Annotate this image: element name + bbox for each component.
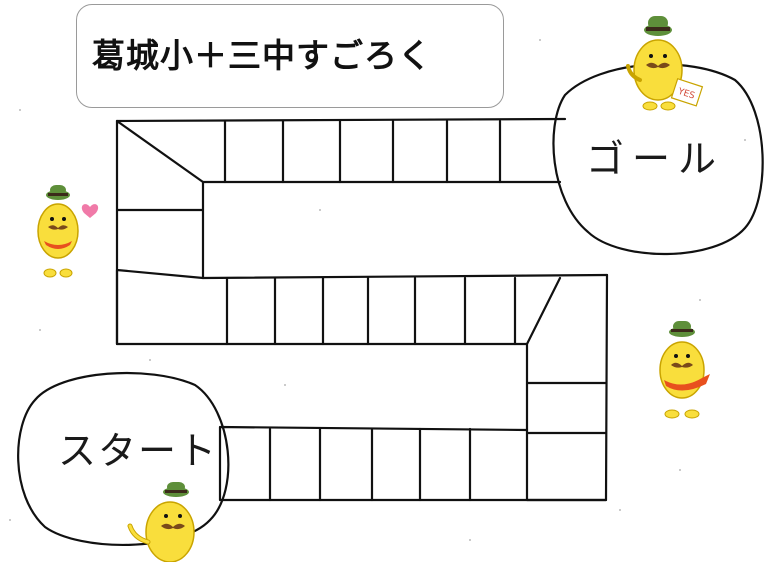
mascot-top-right: YES — [626, 16, 704, 111]
goal-label: ゴール — [586, 137, 725, 181]
board-cells-top — [223, 119, 502, 184]
mascot-right — [659, 321, 710, 419]
mascot-bottom-left — [127, 482, 195, 562]
start-label: スタート — [58, 429, 219, 473]
title-box — [76, 4, 504, 108]
board-cells-middle — [225, 276, 517, 346]
board-track-left — [115, 119, 205, 346]
page-title: 葛城小＋三中すごろく — [92, 36, 432, 75]
heart-icon — [81, 204, 99, 218]
board-track-bottom — [218, 425, 608, 502]
board-track-right — [525, 273, 609, 502]
board-cells-bottom — [268, 427, 472, 502]
start-circle — [17, 371, 230, 546]
paper-specks — [9, 39, 746, 541]
mascot-left — [37, 185, 99, 278]
